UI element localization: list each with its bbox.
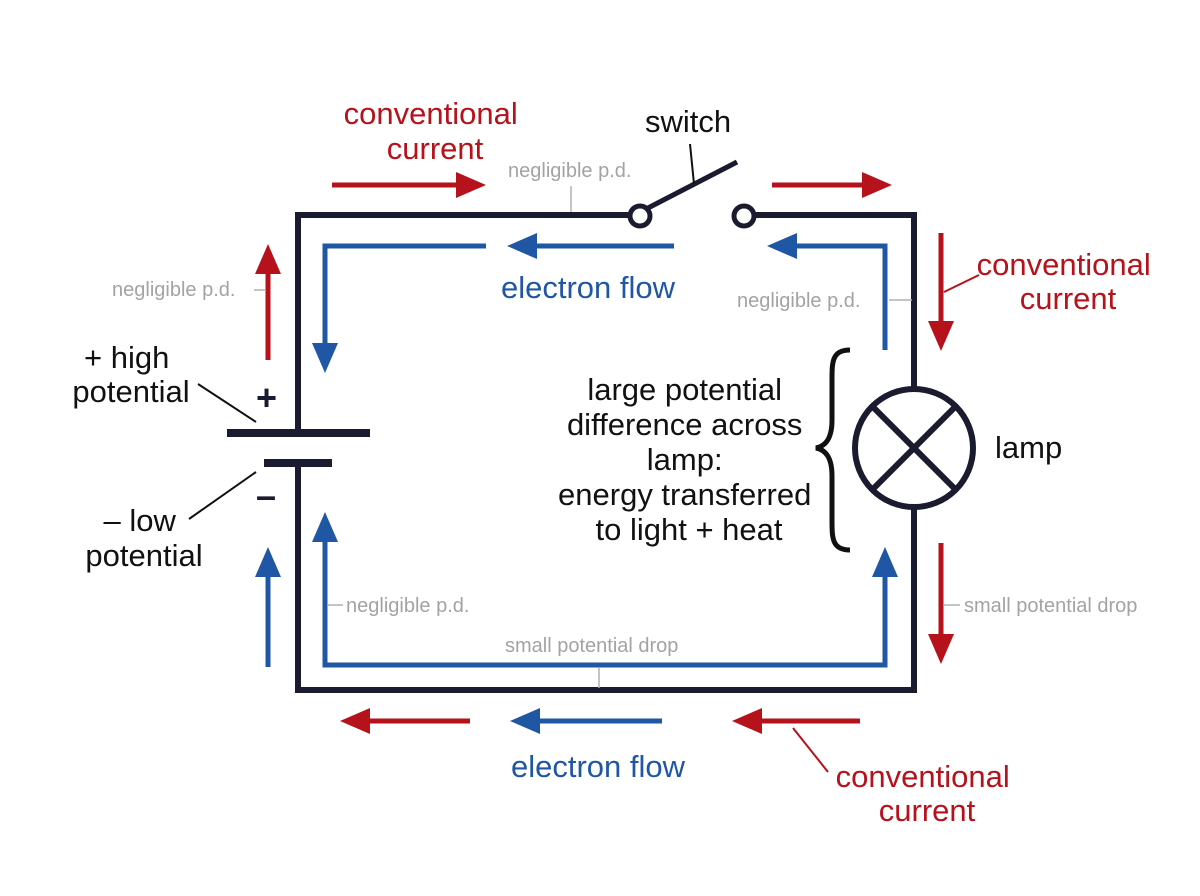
negligible-pd-right-label: negligible p.d. <box>737 290 860 312</box>
electron-flow-arrows <box>255 233 898 734</box>
blue-arrowhead-right-up <box>872 547 898 577</box>
large-pd-line-3: lamp: <box>647 442 723 477</box>
minus-sign: – <box>256 475 276 516</box>
wire-right-bottom <box>295 463 917 693</box>
high-potential-leader <box>197 383 257 423</box>
conventional-current-top-label: conventional current <box>344 96 527 166</box>
negligible-pd-top-label: negligible p.d. <box>508 160 631 182</box>
red-arrowhead-top-left <box>456 172 486 198</box>
red-arrowhead-right-lower <box>928 634 954 664</box>
blue-arrowhead-left-outer <box>255 547 281 577</box>
switch-leader <box>689 143 695 185</box>
switch-label: switch <box>645 104 731 139</box>
conventional-current-arrows <box>255 172 954 734</box>
large-pd-text: large potential difference across lamp: … <box>558 372 820 547</box>
blue-arrowhead-bottom <box>510 708 540 734</box>
electron-flow-top-label: electron flow <box>501 270 676 305</box>
electron-flow-bottom-label: electron flow <box>511 749 686 784</box>
conventional-current-bottom-line1: conventional <box>836 759 1010 794</box>
large-pd-line-4: energy transferred <box>558 477 811 512</box>
small-potential-drop-right-label: small potential drop <box>964 595 1137 617</box>
low-potential-line2: potential <box>85 538 202 573</box>
switch-contact-left <box>627 203 653 229</box>
blue-arrowhead-top <box>507 233 537 259</box>
battery-cell <box>227 429 370 467</box>
negligible-pd-bottom-left-label: negligible p.d. <box>346 595 469 617</box>
conventional-current-right-line2: current <box>1020 281 1117 316</box>
conventional-current-bottom-line2: current <box>879 793 976 828</box>
blue-arrowhead-top-right <box>767 233 797 259</box>
lamp-label: lamp <box>995 430 1062 465</box>
large-pd-line-2: difference across <box>567 407 803 442</box>
high-potential-line2: potential <box>72 374 189 409</box>
large-pd-line-1: large potential <box>587 372 782 407</box>
high-potential-line1: + high <box>84 340 169 375</box>
switch-open <box>627 159 757 229</box>
low-potential-leader <box>188 471 257 520</box>
blue-path-top-left <box>322 243 486 345</box>
conventional-current-right-leader <box>943 274 980 293</box>
high-potential-label: + high potential <box>72 340 189 409</box>
wire-left-top <box>295 212 628 433</box>
large-pd-line-5: to light + heat <box>596 512 783 547</box>
red-arrowhead-bottom-left <box>340 708 370 734</box>
low-potential-line1: – low <box>104 503 177 538</box>
conventional-current-right-label: conventional current <box>977 247 1160 316</box>
small-potential-drop-bottom-label: small potential drop <box>505 635 678 657</box>
lamp-brace <box>815 347 851 553</box>
low-potential-label: – low potential <box>85 503 202 573</box>
conventional-current-top-line2: current <box>387 131 484 166</box>
plus-sign: + <box>256 377 277 418</box>
red-arrowhead-left <box>255 244 281 274</box>
lamp-symbol <box>852 386 976 510</box>
conventional-current-bottom-label: conventional current <box>836 759 1019 828</box>
lamp-cross-b <box>869 403 959 493</box>
switch-contact-right <box>731 203 757 229</box>
red-arrowhead-bottom-right <box>732 708 762 734</box>
blue-arrowhead-left-up <box>312 512 338 542</box>
blue-path-top-right <box>795 243 888 350</box>
conventional-current-right-line1: conventional <box>977 247 1151 282</box>
negligible-pd-left-label: negligible p.d. <box>112 279 235 301</box>
blue-arrowhead-left-down <box>312 343 338 373</box>
circuit-wires <box>295 212 917 693</box>
conventional-current-bottom-leader <box>792 727 829 773</box>
red-arrowhead-right-upper <box>928 321 954 351</box>
conventional-current-top-line1: conventional <box>344 96 518 131</box>
switch-lever <box>646 159 739 211</box>
wire-top-right <box>754 212 917 388</box>
red-arrowhead-top-right <box>862 172 892 198</box>
blue-path-bottom-loop <box>322 540 888 668</box>
